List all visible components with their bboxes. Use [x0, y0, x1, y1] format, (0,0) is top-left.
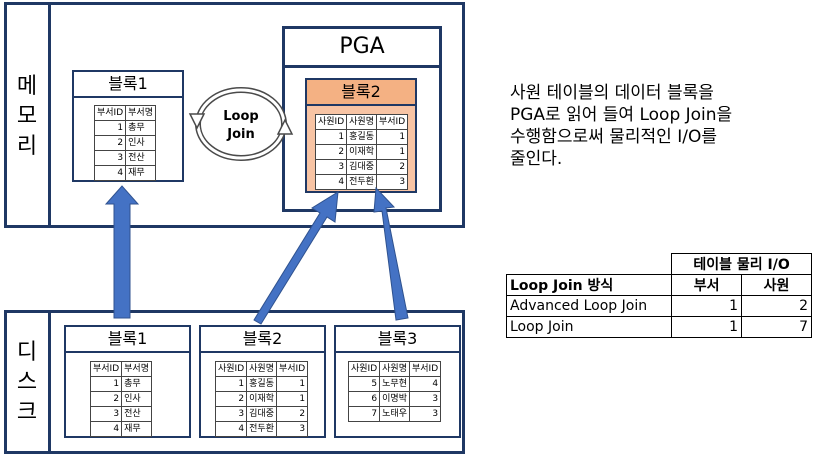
disk-label-char: 스 [16, 370, 38, 395]
table-cell: 3 [89, 406, 123, 422]
io-row-method: Loop Join [505, 316, 673, 338]
table-cell: 재무 [125, 165, 156, 181]
io-row-emp: 7 [741, 316, 812, 338]
table-cell: 노태우 [379, 406, 410, 422]
loop-join-arrows [188, 87, 294, 161]
caption-line: 수행함으로써 물리적인 I/O를 [510, 127, 717, 147]
caption-line: PGA로 읽어 들여 Loop Join을 [510, 105, 733, 125]
memory-label: 메 모 리 [10, 72, 44, 162]
mini-table-header: 부서ID [89, 361, 123, 377]
memory-block1-title: 블록1 [74, 72, 182, 98]
disk-divider [48, 310, 51, 454]
disk-block1-title: 블록1 [66, 327, 189, 353]
table-cell: 3 [275, 421, 309, 437]
mini-table-header: 부서ID [275, 361, 309, 377]
table-cell: 1 [93, 120, 127, 136]
loop-arrowhead-left [188, 113, 206, 130]
disk-block2-title: 블록2 [201, 327, 324, 353]
memory-divider [48, 2, 51, 228]
mini-table-header: 사원명 [346, 114, 377, 130]
loop-arrowhead-right [276, 118, 294, 135]
table-cell: 7 [347, 406, 381, 422]
caption: 사원 테이블의 데이터 블록을 PGA로 읽어 들여 Loop Join을 수행… [510, 82, 810, 170]
caption-line: 줄인다. [510, 149, 563, 169]
pga-title: PGA [285, 29, 439, 68]
table-cell: 4 [214, 421, 248, 437]
mini-table-header: 사원ID [347, 361, 381, 377]
io-row-dept: 1 [671, 316, 743, 338]
mini-table-header: 부서ID [408, 361, 442, 377]
table-cell: 1 [214, 376, 248, 392]
disk-block3-title: 블록3 [336, 327, 459, 353]
table-cell: 4 [89, 421, 123, 437]
io-row-method: Advanced Loop Join [505, 295, 673, 317]
mini-table-header: 부서명 [125, 105, 156, 121]
arrow-disk-block3-to-pga [373, 186, 409, 321]
io-table: 테이블 물리 I/O Loop Join 방식 부서 사원 Advanced L… [505, 253, 812, 338]
io-col-header-dept: 부서 [671, 274, 743, 296]
arrow-disk-block2-to-pga [253, 191, 339, 325]
loop-join-label-line2: Join [227, 127, 255, 142]
memory-label-char: 메 [16, 74, 38, 99]
io-group-header: 테이블 물리 I/O [671, 253, 812, 275]
loop-join-label: Loop Join [212, 108, 270, 144]
disk-label-char: 디 [16, 340, 38, 365]
caption-line: 사원 테이블의 데이터 블록을 [510, 83, 714, 103]
memory-block2-title: 블록2 [307, 80, 415, 106]
memory-label-char: 모 [16, 104, 38, 129]
table-cell: 3 [408, 406, 442, 422]
io-row-emp: 2 [741, 295, 812, 317]
table-cell: 재무 [121, 421, 152, 437]
memory-label-char: 리 [16, 134, 38, 159]
io-col-header-emp: 사원 [741, 274, 812, 296]
loop-join-label-line1: Loop [223, 109, 259, 124]
arrow-disk-block1-to-memory-block1 [104, 185, 140, 319]
table-cell: 4 [314, 174, 348, 190]
mini-table-header: 사원ID [314, 114, 348, 130]
io-row: Loop Join 1 7 [505, 316, 812, 338]
disk-label: 디 스 크 [10, 338, 44, 428]
io-row-dept: 1 [671, 295, 743, 317]
mini-table-header: 사원명 [246, 361, 277, 377]
mini-table-header: 사원명 [379, 361, 410, 377]
table-cell: 4 [93, 165, 127, 181]
disk-label-char: 크 [16, 400, 38, 425]
table-cell: 3 [375, 174, 409, 190]
io-row: Advanced Loop Join 1 2 [505, 295, 812, 317]
io-method-header: Loop Join 방식 [505, 274, 673, 296]
